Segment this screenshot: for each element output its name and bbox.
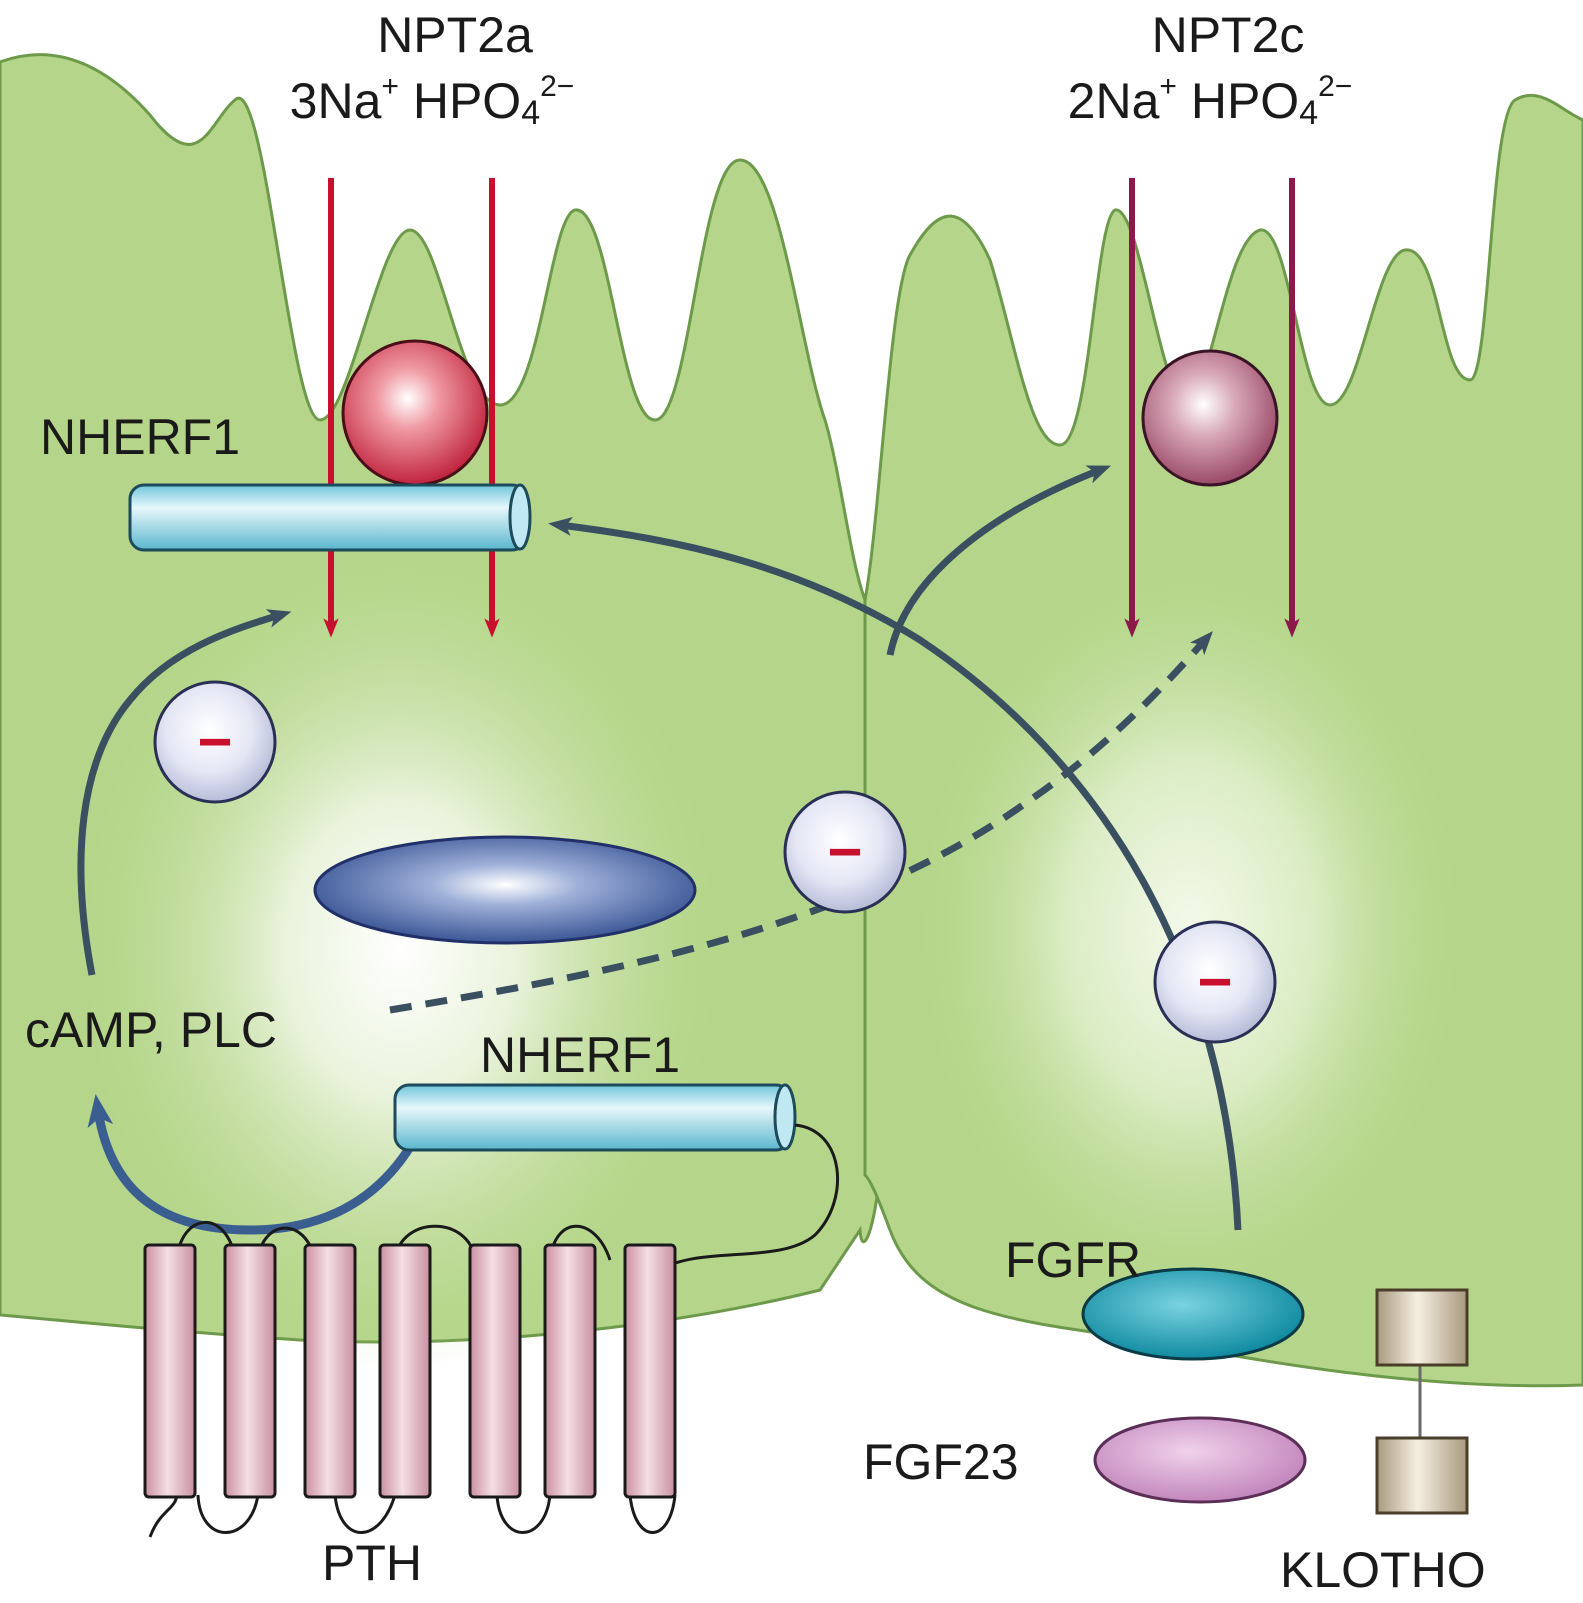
klotho-lower: [1375, 1436, 1469, 1515]
nucleus: [313, 835, 697, 945]
svg-text:−: −: [827, 818, 862, 885]
svg-text:−: −: [1197, 948, 1232, 1015]
pth-label: PTH: [322, 1535, 422, 1591]
inhibition-2: −: [783, 790, 907, 914]
camp-dashed-arrow: [389, 631, 1213, 1014]
inhibition-1: −: [153, 680, 277, 804]
nherf1-bottom-label: NHERF1: [480, 1027, 681, 1083]
fgfr: [1081, 1267, 1305, 1361]
svg-text:−: −: [197, 708, 232, 775]
klotho-label: KLOTHO: [1280, 1542, 1486, 1598]
npt2c-ions-prefix: 2Na: [1067, 73, 1160, 129]
fgfr-to-npt2c-arrow: [886, 465, 1112, 656]
fgf23: [1093, 1416, 1307, 1504]
nherf1-tether: [659, 1123, 840, 1272]
npt2a-ions-sub: 4: [521, 94, 541, 132]
nherf1-top-cylinder: [128, 483, 532, 552]
npt2a-ions: 3Na+ HPO42−: [289, 70, 575, 132]
npt2c-ions-charge: 2−: [1318, 70, 1353, 103]
npt2a-ions-prefix: 3Na: [289, 73, 382, 129]
inhibition-3: −: [1153, 920, 1277, 1044]
npt2c-name: NPT2c: [1151, 7, 1305, 63]
npt2c-ions-sub: 4: [1299, 94, 1319, 132]
nherf1-bottom-cylinder: [393, 1083, 797, 1152]
npt2c-transporter: [1141, 349, 1279, 487]
fgfr-label: FGFR: [1005, 1232, 1142, 1288]
nherf1-top-label: NHERF1: [40, 409, 241, 465]
npt2a-label: NPT2a: [377, 10, 533, 60]
npt2a-transporter: [341, 339, 489, 487]
klotho-upper: [1375, 1288, 1469, 1367]
pth-to-camp-arrow: [87, 1093, 414, 1235]
npt2a-ions-plus: +: [381, 70, 399, 103]
npt2a-ions-charge: 2−: [540, 70, 575, 103]
npt2c-label: NPT2c: [1152, 10, 1305, 60]
npt2a-ions-anion: HPO: [412, 73, 522, 129]
npt2c-ions-anion: HPO: [1190, 73, 1300, 129]
fgf23-label: FGF23: [863, 1434, 1019, 1490]
npt2c-ions: 2Na+ HPO42−: [1067, 70, 1353, 132]
npt2a-name: NPT2a: [377, 7, 533, 63]
npt2c-ions-plus: +: [1159, 70, 1177, 103]
pth-receptor-helices: [143, 1243, 677, 1499]
camp-to-npt2a-arrow: [77, 609, 292, 976]
camp-plc-label: cAMP, PLC: [25, 1002, 277, 1058]
